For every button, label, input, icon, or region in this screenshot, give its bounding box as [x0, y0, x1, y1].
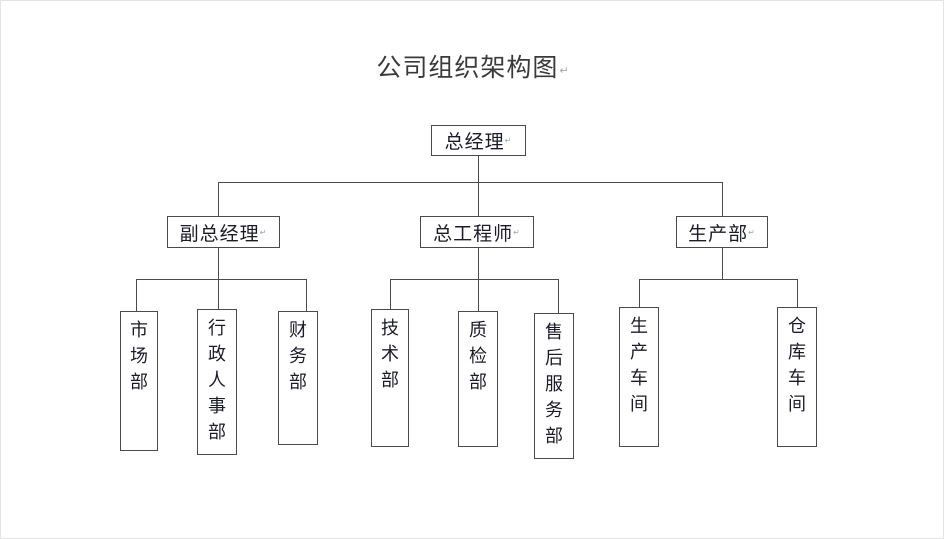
org-node-label: 副总经理	[179, 222, 260, 245]
connector-bus-deputy-general-manager	[136, 279, 307, 280]
connector-drop-admin-hr-department	[218, 279, 219, 309]
org-node-general-manager[interactable]: 总经理↵	[431, 125, 526, 156]
org-node-char: 部	[469, 372, 487, 393]
org-node-char: 场	[130, 346, 148, 367]
connector-drop-production-department	[722, 182, 723, 216]
org-node-char: 技	[381, 318, 399, 339]
org-node-char: 检	[469, 346, 487, 367]
org-node-char: 务	[289, 346, 307, 367]
org-node-char: 车	[630, 368, 648, 389]
connector-trunk-production-department	[722, 248, 723, 279]
org-node-char: 部	[381, 370, 399, 391]
page-title-text: 公司组织架构图	[376, 53, 559, 82]
org-node-char: 部	[289, 372, 307, 393]
org-node-char: 间	[630, 394, 648, 415]
org-node-label: 生产部	[688, 222, 749, 245]
org-node-label: 总经理	[444, 131, 505, 153]
org-node-production-department[interactable]: 生产部↵	[676, 216, 768, 248]
page-title: 公司组织架构图↵	[1, 53, 943, 86]
org-node-char: 人	[208, 370, 226, 391]
org-node-deputy-general-manager[interactable]: 副总经理↵	[167, 216, 280, 248]
paragraph-mark-icon: ↵	[559, 64, 570, 77]
org-node-char: 服	[545, 374, 563, 395]
org-node-char: 术	[381, 344, 399, 365]
org-node-char: 务	[545, 400, 563, 421]
org-node-admin-hr-department[interactable]: 行 政 人 事 部	[197, 309, 237, 455]
org-node-char: 售	[545, 322, 563, 343]
connector-drop-quality-inspection-department	[478, 279, 479, 311]
connector-drop-warehouse-workshop	[797, 279, 798, 307]
connector-drop-technology-department	[390, 279, 391, 309]
connector-drop-marketing-department	[136, 279, 137, 311]
org-node-char: 财	[289, 320, 307, 341]
org-node-production-workshop[interactable]: 生 产 车 间	[619, 307, 659, 447]
org-node-char: 间	[788, 394, 806, 415]
org-node-warehouse-workshop[interactable]: 仓 库 车 间	[777, 307, 817, 447]
org-node-char: 市	[130, 320, 148, 341]
connector-drop-after-sales-service-department	[558, 279, 559, 313]
connector-trunk-deputy-general-manager	[218, 248, 219, 279]
org-node-char: 库	[788, 342, 806, 363]
paragraph-mark-icon: ↵	[748, 227, 756, 237]
org-node-technology-department[interactable]: 技 术 部	[371, 309, 409, 447]
org-node-char: 生	[630, 316, 648, 337]
org-node-char: 部	[545, 426, 563, 447]
org-node-quality-inspection-department[interactable]: 质 检 部	[458, 311, 498, 447]
org-node-char: 仓	[788, 316, 806, 337]
org-node-after-sales-service-department[interactable]: 售 后 服 务 部	[534, 313, 574, 459]
connector-drop-production-workshop	[639, 279, 640, 307]
org-node-char: 后	[545, 348, 563, 369]
paragraph-mark-icon: ↵	[504, 136, 513, 145]
connector-drop-chief-engineer	[478, 182, 479, 216]
org-node-label: 总工程师	[433, 222, 514, 245]
org-node-char: 事	[208, 396, 226, 417]
connector-trunk-chief-engineer	[478, 248, 479, 279]
connector-drop-finance-department	[306, 279, 307, 311]
org-node-char: 车	[788, 368, 806, 389]
connector-bus-chief-engineer	[390, 279, 559, 280]
org-node-char: 产	[630, 342, 648, 363]
org-node-char: 政	[208, 344, 226, 365]
connector-root-trunk	[478, 156, 479, 182]
org-node-finance-department[interactable]: 财 务 部	[278, 311, 318, 445]
org-node-char: 部	[130, 372, 148, 393]
paragraph-mark-icon: ↵	[513, 227, 521, 237]
org-node-marketing-department[interactable]: 市 场 部	[120, 311, 158, 451]
connector-bus-production-department	[639, 279, 798, 280]
paragraph-mark-icon: ↵	[259, 227, 268, 237]
org-node-char: 部	[208, 422, 226, 443]
org-node-char: 行	[208, 318, 226, 339]
org-node-chief-engineer[interactable]: 总工程师↵	[420, 216, 534, 248]
org-node-char: 质	[469, 320, 487, 341]
connector-drop-deputy-general-manager	[218, 182, 219, 216]
connector-level2-bus	[218, 182, 723, 183]
